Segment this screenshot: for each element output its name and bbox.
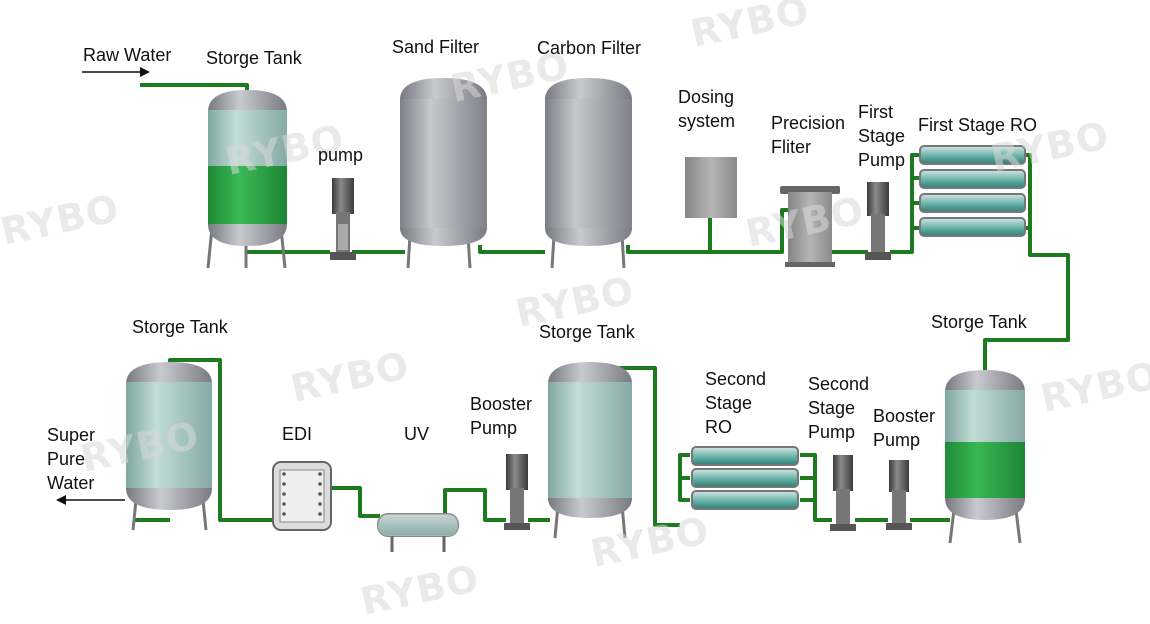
pump-1 bbox=[330, 178, 356, 260]
label-storage-tank-4: Storge Tank bbox=[132, 317, 228, 337]
label-storage-tank-1: Storge Tank bbox=[206, 48, 302, 68]
label-booster-pump-1: Booster Pump bbox=[470, 394, 533, 438]
label-second-stage-pump: Second Stage Pump bbox=[808, 374, 870, 442]
label-second-stage-ro: Second Stage RO bbox=[705, 369, 767, 437]
label-first-stage-ro: First Stage RO bbox=[918, 115, 1038, 135]
label-pump: pump bbox=[318, 145, 364, 165]
first-stage-ro bbox=[919, 145, 1026, 237]
storage-tank-3 bbox=[548, 362, 632, 539]
dosing-tank bbox=[685, 157, 737, 218]
first-stage-pump bbox=[865, 182, 891, 260]
label-storage-tank-2: Storge Tank bbox=[931, 312, 1027, 332]
outlet-arrow bbox=[56, 495, 125, 505]
label-sand-filter: Sand Filter bbox=[392, 37, 480, 57]
second-stage-pump bbox=[830, 455, 856, 531]
inlet-arrow bbox=[82, 67, 150, 77]
label-carbon-filter: Carbon Filter bbox=[537, 38, 642, 58]
label-precision-filter: Precision Fliter bbox=[771, 113, 846, 157]
second-stage-ro bbox=[691, 446, 799, 510]
storage-tank-1 bbox=[206, 90, 287, 269]
edi-module bbox=[272, 461, 332, 531]
uv-sterilizer bbox=[377, 513, 459, 552]
pipe-network bbox=[135, 83, 1070, 527]
label-uv: UV bbox=[404, 424, 430, 444]
booster-pump-1 bbox=[504, 454, 530, 530]
label-edi: EDI bbox=[282, 424, 313, 444]
label-super-pure-water: Super Pure Water bbox=[47, 425, 96, 493]
water-treatment-diagram bbox=[56, 67, 1070, 552]
carbon-filter bbox=[545, 78, 632, 269]
sand-filter bbox=[400, 78, 487, 269]
label-raw-water: Raw Water bbox=[83, 45, 172, 65]
label-storage-tank-3: Storge Tank bbox=[539, 322, 635, 342]
storage-tank-4 bbox=[126, 362, 212, 531]
booster-pump-2 bbox=[886, 460, 912, 530]
label-booster-pump-2: Booster Pump bbox=[873, 406, 936, 450]
label-dosing-system: Dosing system bbox=[678, 87, 736, 131]
storage-tank-2 bbox=[945, 370, 1025, 544]
precision-filter bbox=[780, 186, 840, 267]
label-first-stage-pump: First Stage Pump bbox=[858, 102, 906, 170]
